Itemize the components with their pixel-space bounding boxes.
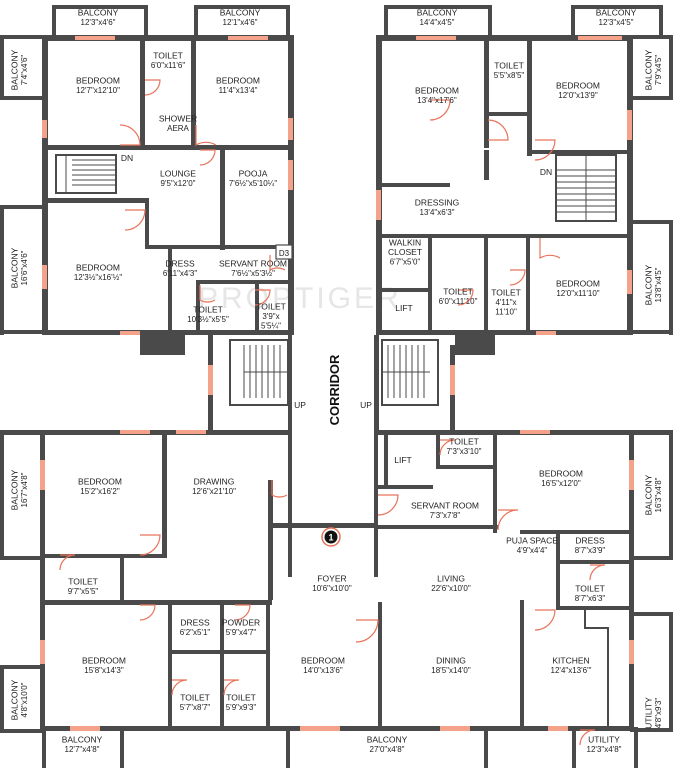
room-label-utility-r: UTILITY4'8"x9'3" <box>643 697 663 729</box>
d3-box <box>275 244 293 260</box>
stair-center-left <box>229 339 289 406</box>
entry-marker-number: 1 <box>328 533 333 543</box>
dn-label-right: DN <box>540 167 552 177</box>
room-label-balc-right3: BALCONY16'3"x4'8" <box>643 474 663 515</box>
d3-label: D3 <box>279 249 290 258</box>
room-label-lift-top: LIFT <box>395 303 412 313</box>
stair-top-left <box>55 154 117 194</box>
kitchen-counter <box>584 610 609 726</box>
room-label-balc-left3: BALCONY16'7"x4'8" <box>9 469 29 510</box>
room-label-lift-bottom: LIFT <box>394 455 411 465</box>
room-label-balc-left4: BALCONY4'8"x10'0" <box>9 679 29 720</box>
windows <box>40 36 634 731</box>
stair-top-right <box>555 154 617 222</box>
room-label-balc-left2: BALCONY16'6"x4'6" <box>9 247 29 288</box>
walls-top-right <box>376 5 673 355</box>
room-label-balc-left1: BALCONY7'4"x4'6" <box>9 49 29 90</box>
room-label-balc-right1: BALCONY7'9"x4'5" <box>643 49 663 90</box>
up-label-left: UP <box>294 400 306 410</box>
entry-marker <box>324 530 338 544</box>
up-label-right: UP <box>360 400 372 410</box>
dn-label-left: DN <box>121 153 133 163</box>
doors <box>59 79 606 746</box>
watermark: PROPTIGER <box>198 282 402 315</box>
corridor-label: CORRIDOR <box>327 354 342 425</box>
room-label-balc-right2: BALCONY13'8"x4'5" <box>643 264 663 305</box>
stair-center-right <box>381 339 439 406</box>
